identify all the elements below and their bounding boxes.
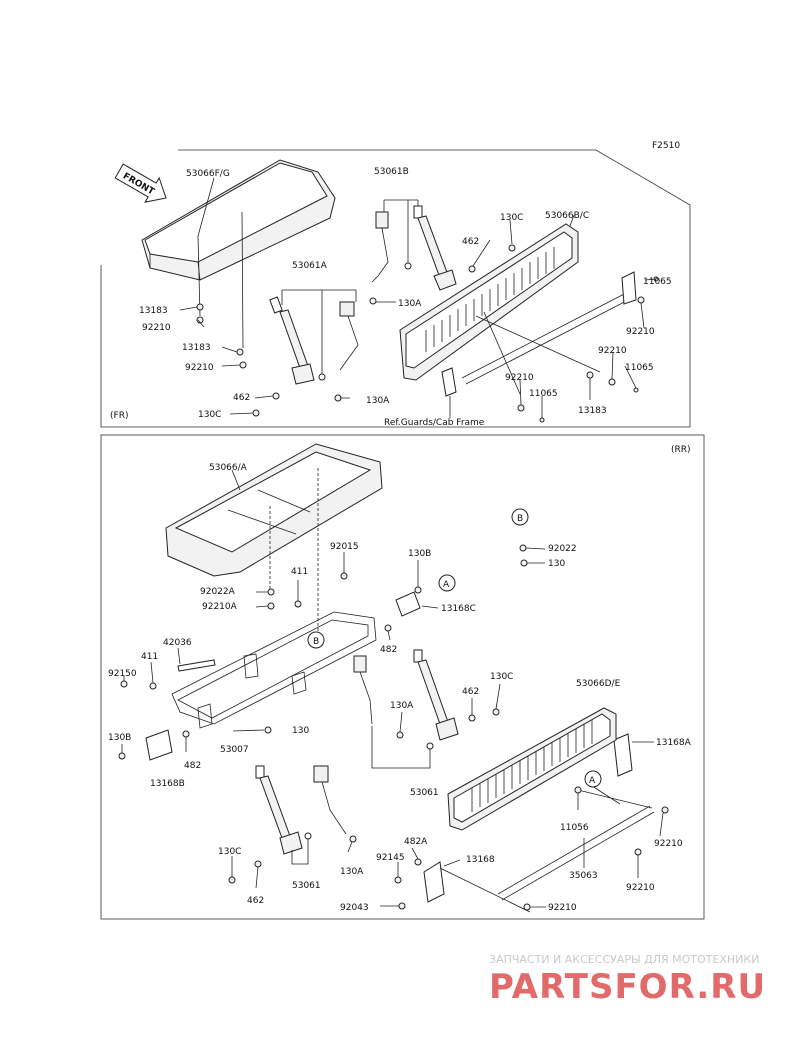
- part-label: 35063: [569, 871, 598, 881]
- part-label: 53066B/C: [545, 211, 589, 221]
- part-label: 53061: [292, 881, 321, 891]
- rear-seat-cushion: [165, 443, 383, 577]
- part-label: 92210A: [202, 602, 238, 612]
- part-label: 92210: [626, 883, 655, 893]
- rear-leader-lines: [121, 469, 664, 908]
- rear-panel-frame: [100, 434, 705, 920]
- rear-seat-belt-upper: [353, 649, 459, 750]
- part-label: 13183: [139, 306, 168, 316]
- part-label: 411: [291, 567, 308, 577]
- rear-seat-frame: [171, 611, 377, 729]
- part-label: 11065: [625, 363, 654, 373]
- figure-code: F2510: [652, 141, 680, 151]
- part-label: 11065: [643, 277, 672, 287]
- front-section-label: (FR): [110, 411, 128, 421]
- front-panel-frame: [100, 149, 691, 428]
- part-label: 92150: [108, 669, 137, 679]
- part-label: 13168B: [150, 779, 185, 789]
- front-seat-back-panel: [399, 223, 579, 381]
- front-part-labels: 53066F/G 53061B 130C 53066B/C 462 11065 …: [139, 167, 672, 428]
- part-label: 130A: [390, 701, 414, 711]
- bolt-42036: [177, 659, 216, 672]
- part-label: 130C: [500, 213, 523, 223]
- part-label: 462: [462, 687, 479, 697]
- part-label: 92043: [340, 903, 369, 913]
- part-label: 130A: [398, 299, 422, 309]
- part-label: 482: [380, 645, 397, 655]
- part-label: 13183: [182, 343, 211, 353]
- bracket-13168b: [145, 729, 173, 761]
- part-label: 92210: [505, 373, 534, 383]
- part-label: 92145: [376, 853, 405, 863]
- part-label: 462: [247, 896, 264, 906]
- rear-seat-back-panel: [447, 707, 617, 831]
- part-label: 92210: [654, 839, 683, 849]
- part-label: 411: [141, 652, 158, 662]
- part-label: 13168C: [441, 604, 476, 614]
- watermark-logo: PARTSFOR.RU: [489, 967, 766, 1007]
- callout-a: A: [589, 776, 596, 786]
- part-label: 130B: [408, 549, 431, 559]
- front-seat-belt-b: [371, 205, 457, 291]
- part-label: 130C: [490, 672, 513, 682]
- part-label: 92210: [598, 346, 627, 356]
- part-label: 13183: [578, 406, 607, 416]
- part-label: 462: [233, 393, 250, 403]
- part-label: 13168A: [656, 738, 692, 748]
- bracket-13168a: [613, 733, 633, 777]
- part-label: 92022A: [200, 587, 236, 597]
- part-label: 53061: [410, 788, 439, 798]
- part-label: 130: [292, 726, 309, 736]
- front-seat-cushion: [141, 159, 336, 281]
- part-label: 11056: [560, 823, 589, 833]
- part-label: 130B: [108, 733, 131, 743]
- watermark-tagline: ЗАПЧАСТИ И АКСЕССУАРЫ ДЛЯ МОТОТЕХНИКИ: [489, 953, 759, 966]
- rear-part-labels: 53066/A 92022 130 92015 130B 92022A 411 …: [108, 463, 692, 913]
- bracket-13168c: [395, 591, 421, 617]
- part-label: 482A: [404, 837, 428, 847]
- callout-circles: B A B A: [307, 508, 602, 788]
- part-label: 482: [184, 761, 201, 771]
- part-label: 53066/A: [209, 463, 248, 473]
- rear-hardware: [118, 544, 669, 911]
- part-label: 130: [548, 559, 565, 569]
- callout-b: B: [517, 514, 523, 524]
- part-label: 130C: [218, 847, 241, 857]
- part-label: 92015: [330, 542, 359, 552]
- part-label: 92210: [626, 327, 655, 337]
- part-label: 53066D/E: [576, 679, 621, 689]
- front-direction-arrow: FRONT: [114, 163, 167, 203]
- bracket-13168: [423, 861, 445, 903]
- part-label: 130A: [366, 396, 390, 406]
- reference-note: Ref.Guards/Cab Frame: [384, 418, 485, 428]
- front-leader-lines: [179, 177, 657, 418]
- rear-section-label: (RR): [671, 445, 691, 455]
- part-label: 92022: [548, 544, 577, 554]
- part-label: 53061A: [292, 261, 328, 271]
- part-label: 13168: [466, 855, 495, 865]
- part-label: 92210: [142, 323, 171, 333]
- callout-a: A: [443, 580, 450, 590]
- part-label: 462: [462, 237, 479, 247]
- part-label: 11065: [529, 389, 558, 399]
- part-label: 53066F/G: [186, 169, 230, 179]
- part-label: 53061B: [374, 167, 409, 177]
- part-label: 92210: [185, 363, 214, 373]
- front-hardware: [196, 244, 659, 423]
- callout-b: B: [313, 637, 319, 647]
- part-label: 92210: [548, 903, 577, 913]
- part-label: 130A: [340, 867, 364, 877]
- part-label: 130C: [198, 410, 221, 420]
- part-label: 42036: [163, 638, 192, 648]
- rear-seat-belt-lower: [255, 765, 347, 855]
- part-label: 53007: [220, 745, 249, 755]
- front-seat-belt-a: [269, 296, 359, 385]
